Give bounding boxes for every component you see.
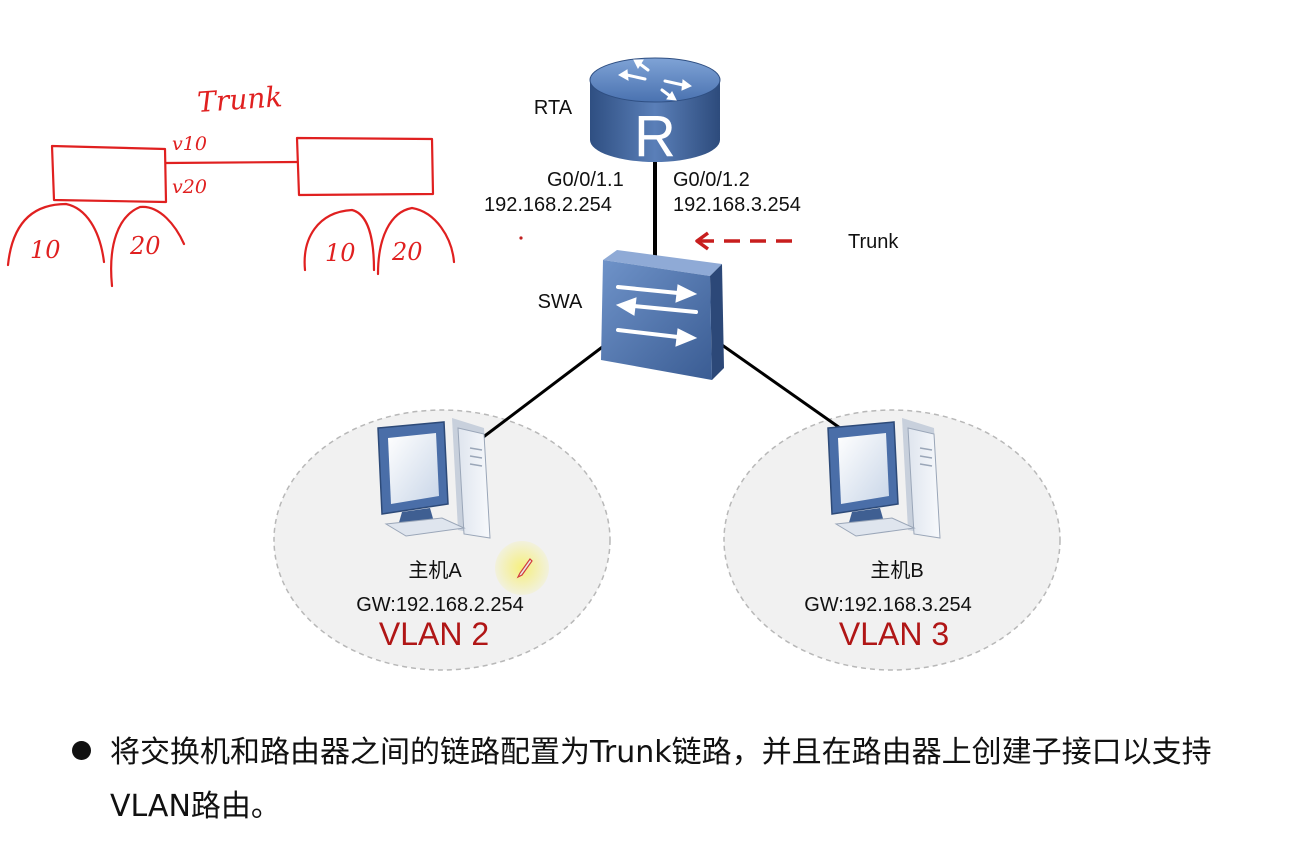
left-group-2-sketch xyxy=(110,205,186,288)
bullet-point: 将交换机和路由器之间的链路配置为Trunk链路，并且在路由器上创建子接口以支持V… xyxy=(72,726,1242,834)
host-b-name: 主机B xyxy=(870,559,923,582)
host-b-computer-icon[interactable] xyxy=(827,418,941,539)
left-switch-sketch xyxy=(50,144,168,204)
bullet-text: 将交换机和路由器之间的链路配置为Trunk链路，并且在路由器上创建子接口以支持V… xyxy=(110,735,1212,824)
trunk-link-sketch xyxy=(164,160,299,165)
annotation-tag-1: v10 xyxy=(172,133,207,155)
host-a-computer-icon[interactable] xyxy=(377,418,491,539)
host-a-vlan: VLAN 2 xyxy=(379,616,489,652)
trunk-label: Trunk xyxy=(848,231,899,253)
vlan-2-zone xyxy=(273,409,611,671)
host-a-name: 主机A xyxy=(408,559,462,582)
subinterface-1-ip: 192.168.2.254 xyxy=(484,194,612,216)
router-letter: R xyxy=(634,104,676,169)
vlan-3-zone xyxy=(723,409,1061,671)
right-group-1-label: 10 xyxy=(325,239,356,267)
annotation-tag-2: v20 xyxy=(172,176,207,198)
cursor-highlight xyxy=(495,541,549,595)
host-b-gateway: GW:192.168.3.254 xyxy=(804,594,972,616)
bullet-dot xyxy=(72,741,91,760)
subinterface-2-ip: 192.168.3.254 xyxy=(673,194,801,216)
subinterface-1-port: G0/0/1.1 xyxy=(547,169,624,191)
pen-cursor-icon xyxy=(516,558,533,579)
switch-hostA-link xyxy=(481,343,606,440)
handwritten-annotation: Trunk v10 v20 10 20 10 20 xyxy=(6,80,456,288)
switch-hostB-link xyxy=(721,343,851,437)
host-a-gateway: GW:192.168.2.254 xyxy=(356,594,524,616)
right-group-2-sketch xyxy=(376,206,456,276)
switch-name: SWA xyxy=(538,291,583,313)
right-group-1-sketch xyxy=(303,208,376,272)
network-diagram: R RTA G0/0/1.1 192.168.2.254 G0/0/1.2 19… xyxy=(6,57,1061,671)
switch-icon[interactable] xyxy=(601,250,724,380)
right-group-2-label: 20 xyxy=(391,238,423,266)
annotation-title: Trunk xyxy=(196,80,283,119)
left-group-1-sketch xyxy=(6,202,106,267)
subinterface-2-port: G0/0/1.2 xyxy=(673,169,750,191)
host-b-vlan: VLAN 3 xyxy=(839,616,949,652)
trunk-arrow-icon xyxy=(695,231,800,251)
router-icon[interactable]: R xyxy=(589,57,721,169)
router-name: RTA xyxy=(534,97,573,119)
left-group-2-label: 20 xyxy=(129,232,161,260)
right-switch-sketch xyxy=(295,136,435,197)
left-group-1-label: 10 xyxy=(30,236,61,264)
stray-dot xyxy=(519,236,523,240)
